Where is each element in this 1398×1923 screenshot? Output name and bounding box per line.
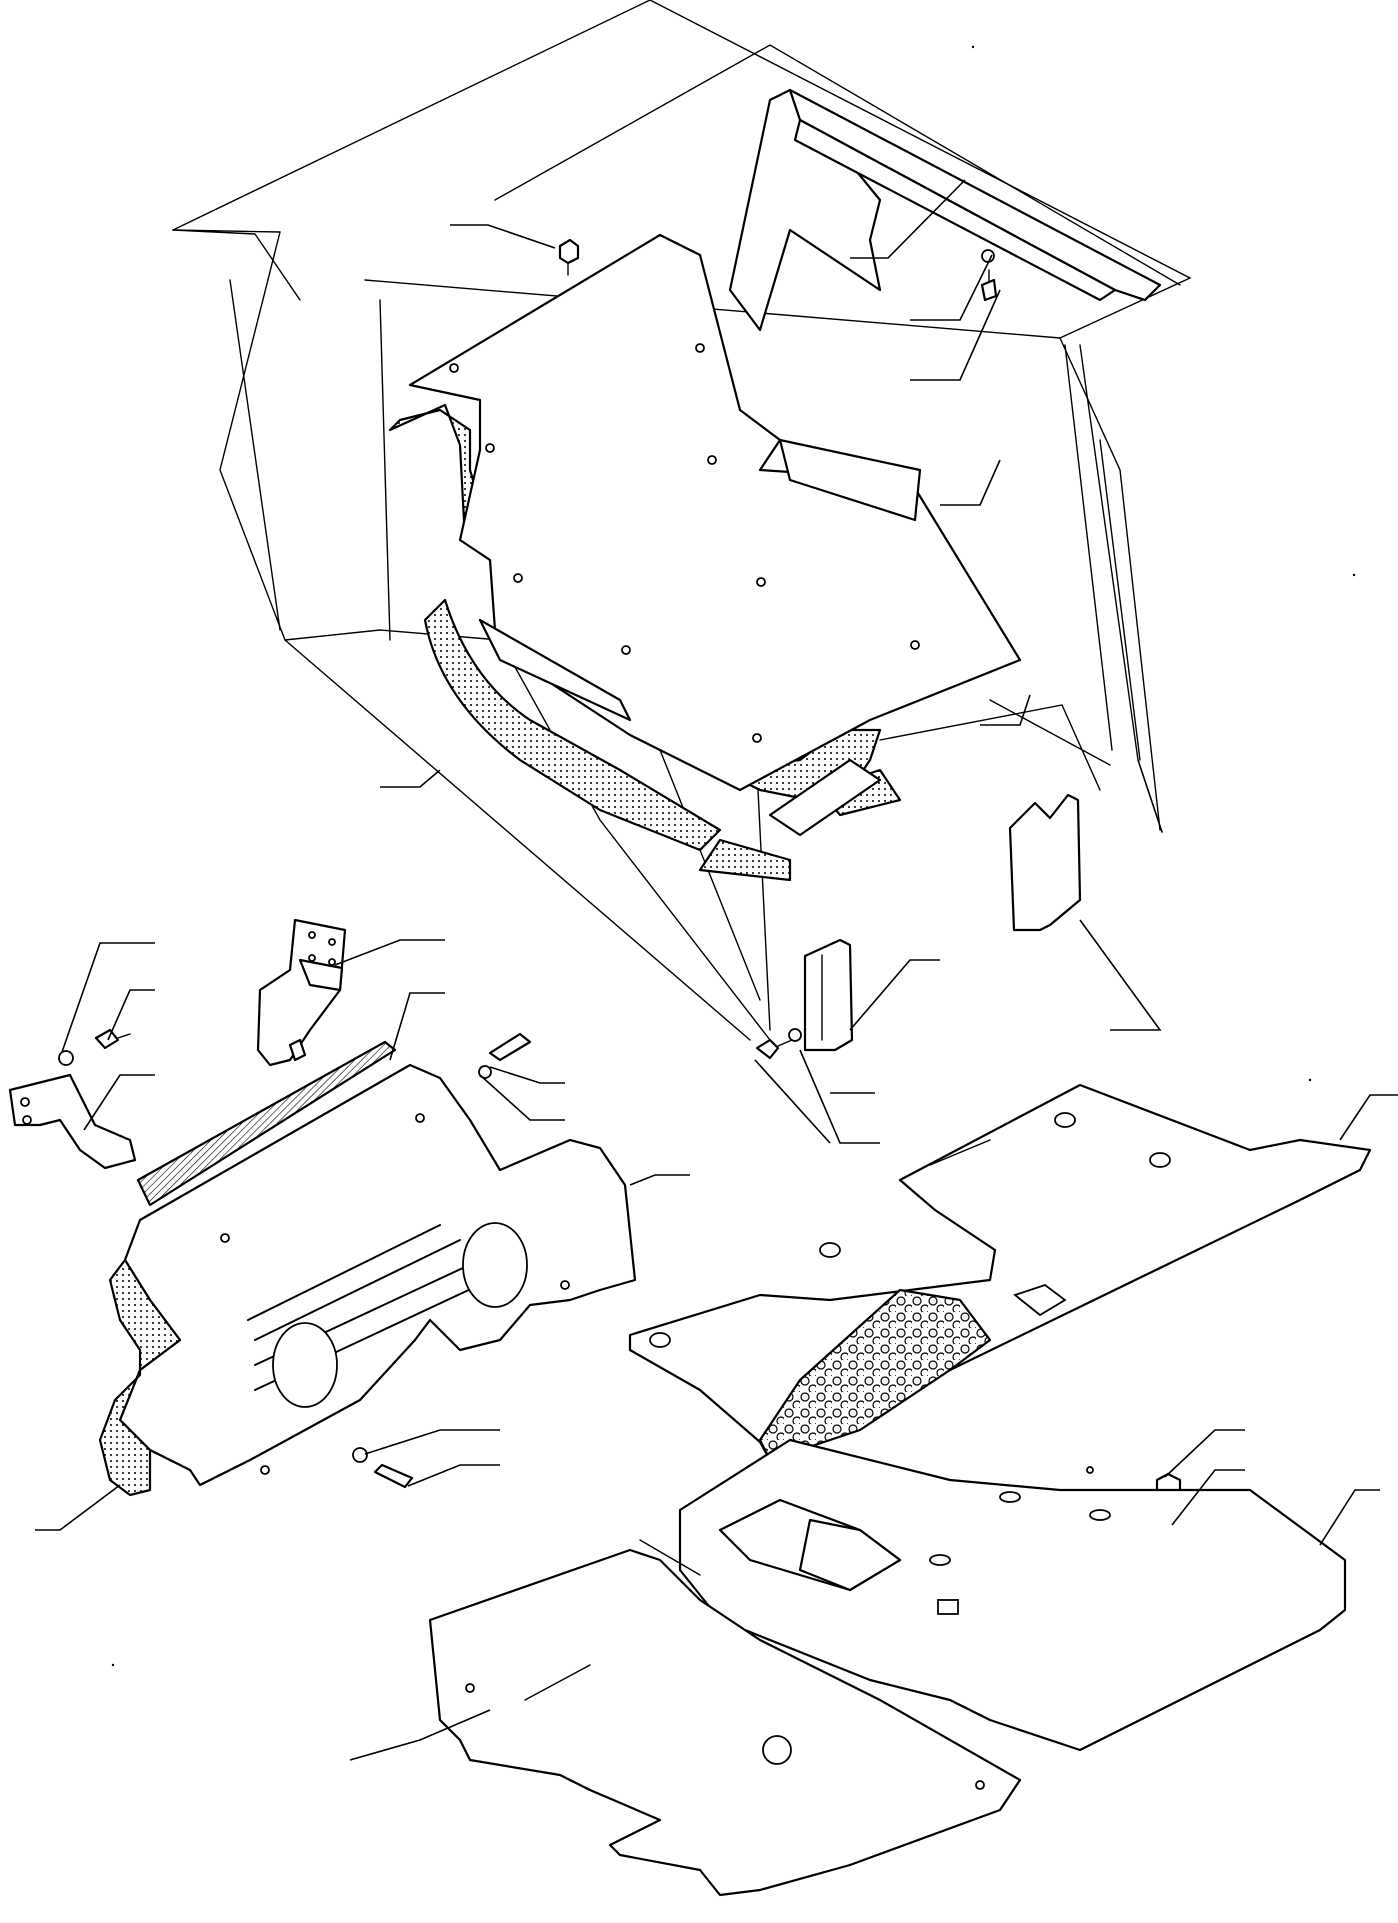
floor-plate-upper-right: [628, 1083, 1372, 1462]
upper-bracket: [256, 918, 347, 1067]
side-bracket-right: [1008, 793, 1082, 932]
top-channel-trim: [728, 88, 1162, 332]
stray-marks: [111, 45, 1356, 1667]
seat-base-panel: [408, 233, 1022, 837]
cab-frame: [172, 0, 1192, 1041]
side-bracket-center: [803, 938, 854, 1052]
left-clip-bracket: [8, 1073, 137, 1170]
console-cover: [98, 1063, 637, 1497]
callout-leaders: [35, 179, 1398, 1761]
floor-plate-lower-left: [428, 1539, 1022, 1897]
sealing-strip: [136, 1040, 397, 1207]
